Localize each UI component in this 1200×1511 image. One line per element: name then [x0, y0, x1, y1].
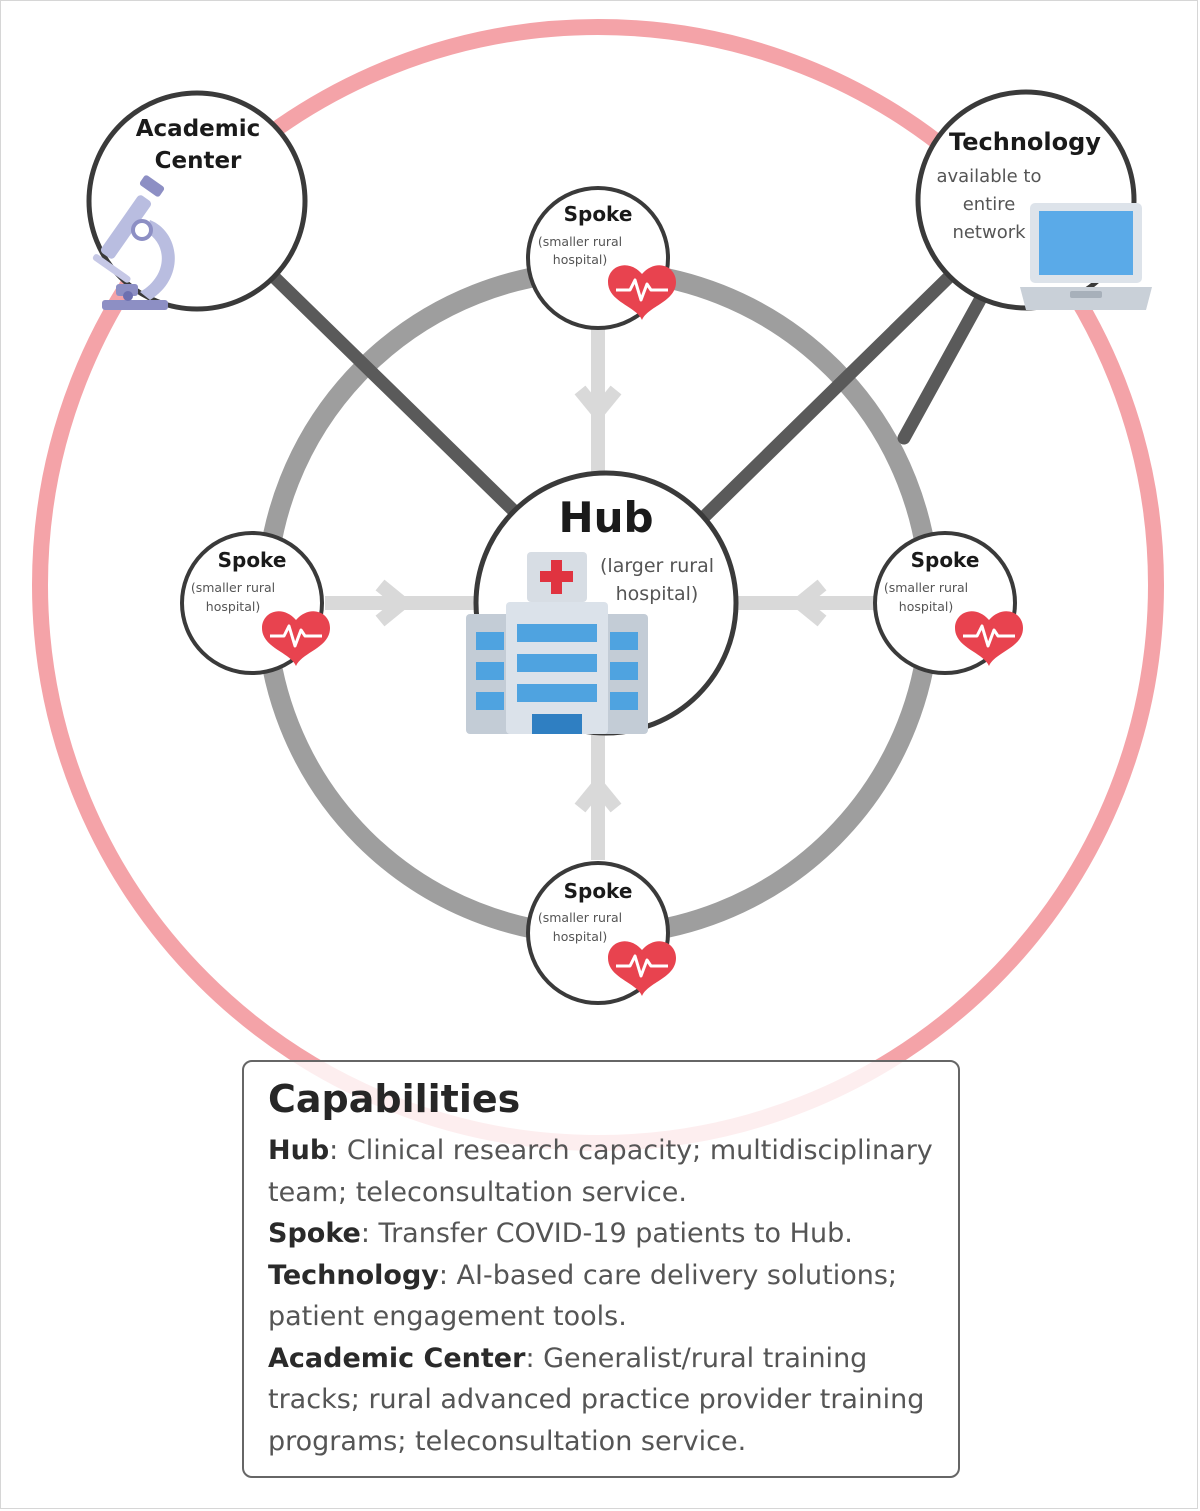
spoke-sub2: hospital): [553, 929, 607, 944]
capabilities-panel: Capabilities Hub: Clinical research capa…: [242, 1060, 960, 1478]
spoke-node-top: Spoke (smaller rural hospital): [526, 186, 678, 330]
spoke-sub2: hospital): [553, 252, 607, 267]
spoke-title: Spoke: [564, 879, 633, 903]
capability-item-academic-center: Academic Center: Generalist/rural traini…: [268, 1338, 934, 1463]
spoke-sub2: hospital): [899, 599, 953, 614]
academic-label-line1: Academic: [136, 116, 261, 142]
spoke-sub2: hospital): [206, 599, 260, 614]
spoke-node-right: Spoke (smaller rural hospital): [873, 531, 1025, 675]
capability-item-spoke: Spoke: Transfer COVID-19 patients to Hub…: [268, 1213, 934, 1255]
capability-text: : Generalist/rural training tracks; rura…: [268, 1342, 925, 1457]
laptop-icon: [1020, 203, 1152, 310]
capability-item-hub: Hub: Clinical research capacity; multidi…: [268, 1130, 934, 1213]
spoke-node-left: Spoke (smaller rural hospital): [180, 531, 332, 675]
spoke-title: Spoke: [218, 548, 287, 572]
capabilities-list: Hub: Clinical research capacity; multidi…: [268, 1130, 934, 1462]
technology-sub1: available to: [936, 166, 1041, 187]
connectors: [265, 268, 987, 522]
technology-title: Technology: [949, 128, 1101, 156]
capability-item-technology: Technology: AI-based care delivery solut…: [268, 1255, 934, 1338]
capability-text: : Transfer COVID-19 patients to Hub.: [360, 1218, 853, 1249]
capability-term: Spoke: [268, 1218, 361, 1249]
spoke-node-bottom: Spoke (smaller rural hospital): [526, 861, 678, 1005]
capability-text: : Clinical research capacity; multidisci…: [268, 1135, 933, 1208]
technology-sub2: entire: [963, 194, 1016, 215]
capability-term: Hub: [268, 1135, 330, 1166]
spoke-sub1: (smaller rural: [884, 580, 968, 595]
hub-title: Hub: [558, 493, 653, 542]
spoke-title: Spoke: [911, 548, 980, 572]
capability-term: Technology: [268, 1259, 439, 1291]
hub-sub2: hospital): [616, 583, 699, 605]
capability-term: Academic Center: [268, 1342, 526, 1374]
capabilities-title: Capabilities: [268, 1077, 521, 1121]
academic-center-node: Academic Center: [86, 90, 308, 312]
spoke-sub1: (smaller rural: [191, 580, 275, 595]
spoke-sub1: (smaller rural: [538, 910, 622, 925]
hub-sub1: (larger rural: [600, 555, 714, 577]
technology-sub3: network: [952, 222, 1026, 243]
capability-text: : AI-based care delivery solutions; pati…: [268, 1259, 897, 1333]
spoke-sub1: (smaller rural: [538, 234, 622, 249]
academic-label-line2: Center: [155, 148, 242, 174]
hub-node: Hub (larger rural hospital): [466, 470, 739, 736]
technology-node: Technology available to entire network: [915, 89, 1152, 311]
hospital-icon: [466, 552, 648, 734]
spoke-title: Spoke: [564, 202, 633, 226]
microscope-icon: [92, 175, 175, 310]
spoke-arrows: [325, 325, 875, 860]
